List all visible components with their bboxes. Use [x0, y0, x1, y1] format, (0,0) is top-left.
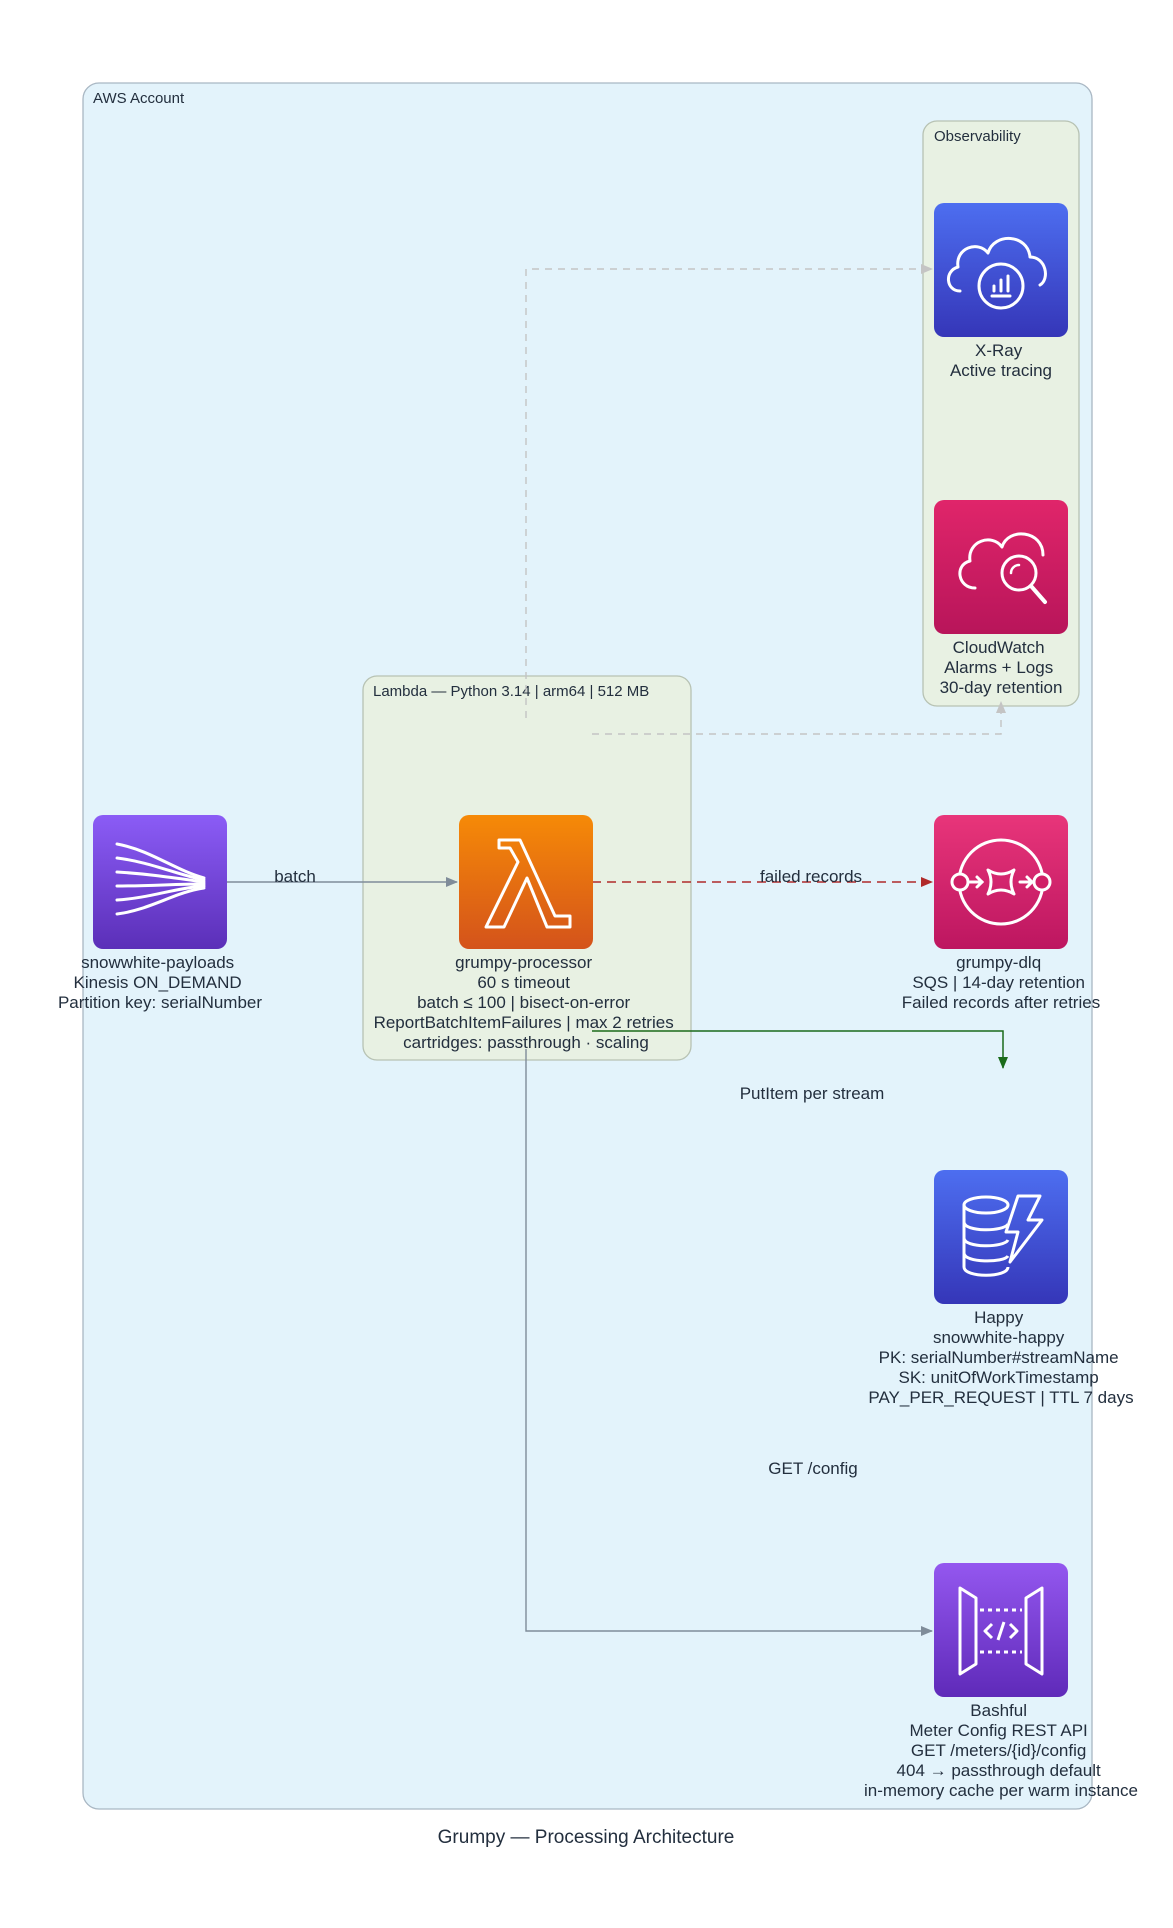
dynamodb-line-1: Happy	[974, 1308, 1024, 1327]
edge-label-batch: batch	[274, 867, 316, 886]
apigw-node[interactable]: Bashful Meter Config REST API GET /meter…	[864, 1563, 1138, 1800]
cloudwatch-icon	[934, 500, 1068, 634]
xray-label: X-Ray Active tracing	[950, 341, 1052, 380]
lambda-cluster-label: Lambda — Python 3.14 | arm64 | 512 MB	[373, 683, 649, 700]
kinesis-line-2: Kinesis ON_DEMAND	[74, 973, 242, 992]
dynamodb-icon	[934, 1170, 1068, 1304]
api-gateway-icon	[934, 1563, 1068, 1697]
apigw-line-4: 404 → passthrough default	[897, 1761, 1101, 1780]
dynamodb-line-5: PAY_PER_REQUEST | TTL 7 days	[868, 1388, 1133, 1407]
lambda-line-5: cartridges: passthrough · scaling	[403, 1033, 649, 1052]
xray-node[interactable]: X-Ray Active tracing	[934, 203, 1068, 380]
sqs-icon	[934, 815, 1068, 949]
cloudwatch-line-2: Alarms + Logs	[944, 658, 1053, 677]
dynamodb-node[interactable]: Happy snowwhite-happy PK: serialNumber#s…	[868, 1170, 1134, 1407]
xray-icon	[934, 203, 1068, 337]
observability-label: Observability	[934, 128, 1021, 145]
kinesis-line-1: snowwhite-payloads	[81, 953, 234, 972]
lambda-icon	[459, 815, 593, 949]
dynamodb-line-4: SK: unitOfWorkTimestamp	[898, 1368, 1098, 1387]
edge-lambda-to-xray	[525, 264, 933, 718]
aws-account-label: AWS Account	[93, 90, 185, 107]
dynamodb-label: Happy snowwhite-happy PK: serialNumber#s…	[868, 1308, 1133, 1407]
cloudwatch-label: CloudWatch Alarms + Logs 30-day retentio…	[940, 638, 1063, 697]
kinesis-line-3: Partition key: serialNumber	[58, 993, 262, 1012]
diagram-title: Grumpy — Processing Architecture	[438, 1827, 735, 1848]
kinesis-data-streams-icon	[93, 815, 227, 949]
apigw-line-5: in-memory cache per warm instance	[864, 1781, 1138, 1800]
cloudwatch-line-1: CloudWatch	[953, 638, 1045, 657]
apigw-line-1: Bashful	[970, 1701, 1027, 1720]
edge-label-failed-records: failed records	[760, 867, 862, 886]
edge-lambda-to-apigw	[525, 1049, 933, 1636]
sqs-line-3: Failed records after retries	[902, 993, 1100, 1012]
apigw-line-2: Meter Config REST API	[910, 1721, 1088, 1740]
kinesis-label: snowwhite-payloads Kinesis ON_DEMAND Par…	[58, 953, 262, 1012]
sqs-line-2: SQS | 14-day retention	[912, 973, 1085, 992]
cloudwatch-line-3: 30-day retention	[940, 678, 1063, 697]
dynamodb-line-2: snowwhite-happy	[933, 1328, 1065, 1347]
edge-label-putitem: PutItem per stream	[740, 1084, 885, 1103]
apigw-line-3: GET /meters/{id}/config	[911, 1741, 1086, 1760]
cloudwatch-node[interactable]: CloudWatch Alarms + Logs 30-day retentio…	[934, 500, 1068, 697]
lambda-label: grumpy-processor 60 s timeout batch ≤ 10…	[374, 953, 679, 1052]
sqs-line-1: grumpy-dlq	[956, 953, 1041, 972]
dynamodb-line-3: PK: serialNumber#streamName	[879, 1348, 1119, 1367]
edge-lambda-to-cloudwatch	[592, 701, 1006, 735]
lambda-line-2: 60 s timeout	[477, 973, 570, 992]
edge-lambda-to-dynamodb	[592, 1030, 1008, 1069]
lambda-line-4: ReportBatchItemFailures | max 2 retries	[374, 1013, 674, 1032]
lambda-node[interactable]: grumpy-processor 60 s timeout batch ≤ 10…	[374, 815, 679, 1052]
xray-line-1: X-Ray	[975, 341, 1023, 360]
lambda-line-3: batch ≤ 100 | bisect-on-error	[417, 993, 630, 1012]
apigw-label: Bashful Meter Config REST API GET /meter…	[864, 1701, 1138, 1800]
lambda-line-1: grumpy-processor	[455, 953, 592, 972]
sqs-node[interactable]: grumpy-dlq SQS | 14-day retention Failed…	[902, 815, 1100, 1012]
xray-line-2: Active tracing	[950, 361, 1052, 380]
sqs-label: grumpy-dlq SQS | 14-day retention Failed…	[902, 953, 1100, 1012]
kinesis-node[interactable]: snowwhite-payloads Kinesis ON_DEMAND Par…	[58, 815, 262, 1012]
edge-label-get-config: GET /config	[768, 1459, 857, 1478]
